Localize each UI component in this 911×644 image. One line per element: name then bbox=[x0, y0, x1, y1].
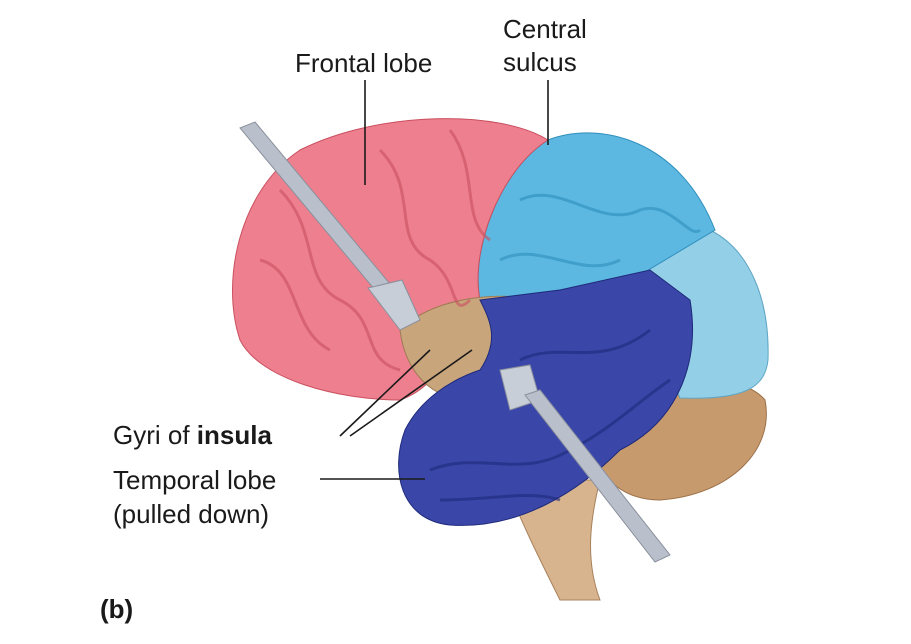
label-central-sulcus-line2: sulcus bbox=[503, 47, 577, 77]
label-frontal-lobe: Frontal lobe bbox=[295, 48, 433, 78]
label-insula-bold: insula bbox=[196, 420, 272, 450]
retractor-lower bbox=[499, 364, 671, 563]
label-central-sulcus-line1: Central bbox=[503, 14, 587, 44]
panel-label: (b) bbox=[100, 594, 134, 624]
label-temporal-lobe-line2: (pulled down) bbox=[113, 499, 270, 529]
label-temporal-lobe-line1: Temporal lobe bbox=[113, 465, 277, 495]
parietal-gyri bbox=[499, 193, 702, 268]
label-gyri-of-insula: Gyri of insula bbox=[113, 420, 272, 451]
label-gyri-prefix: Gyri of bbox=[113, 420, 197, 450]
frontal-gyri bbox=[259, 129, 491, 372]
retractor-upper bbox=[239, 121, 421, 331]
leader-lines bbox=[320, 80, 549, 480]
